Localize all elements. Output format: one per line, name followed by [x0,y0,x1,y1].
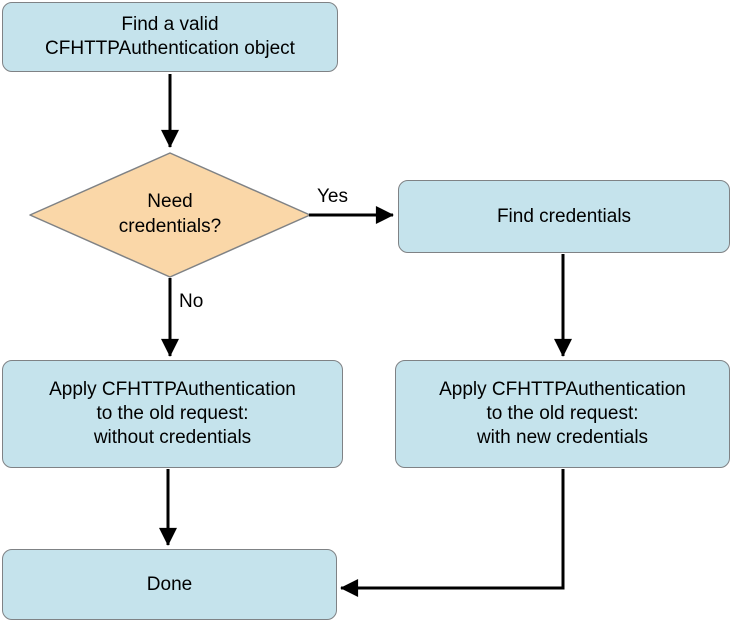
node-apply-without-credentials: Apply CFHTTPAuthentication to the old re… [2,360,343,468]
node-find-valid-cfhttpauthentication: Find a valid CFHTTPAuthentication object [2,2,338,72]
node-apply-with-new-credentials: Apply CFHTTPAuthentication to the old re… [395,360,730,468]
node-find-credentials: Find credentials [398,180,730,253]
edge-label-no: No [179,291,204,312]
decision-need-credentials-label: Need credentials? [118,191,222,237]
edge-label-yes: Yes [317,186,348,207]
node-done: Done [2,549,337,620]
arrow-apply-with-to-done [340,469,565,597]
